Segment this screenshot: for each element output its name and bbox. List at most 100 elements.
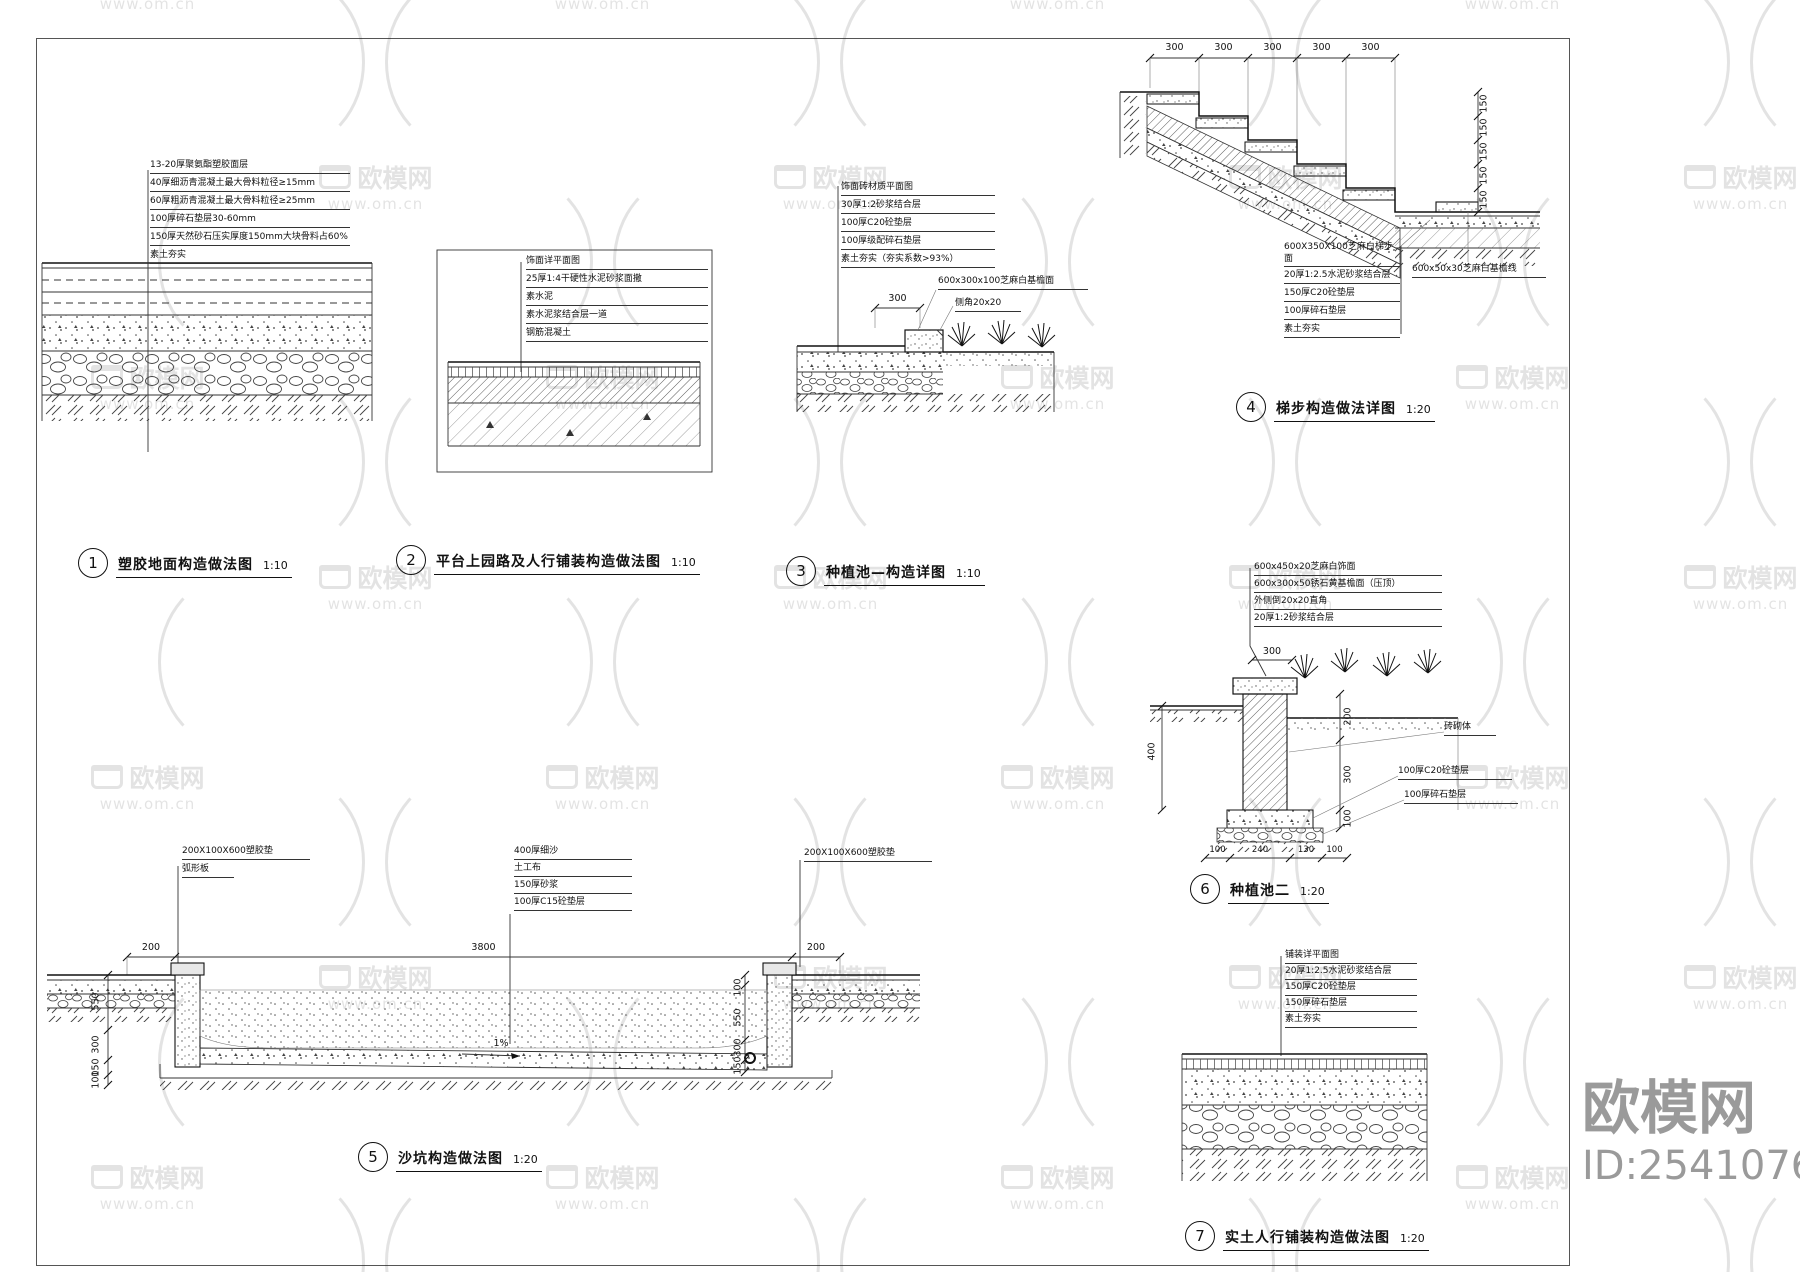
d1-layer-label: 40厚细沥青混凝土最大骨料粒径≥15mm bbox=[150, 178, 350, 192]
d6-dim-bottom: 240 bbox=[1251, 845, 1269, 855]
d2-layer-label: 素水泥浆结合层一道 bbox=[526, 310, 708, 324]
d2-scale: 1:10 bbox=[671, 556, 696, 569]
d2-title-block: 2 平台上园路及人行铺装构造做法图 1:10 bbox=[396, 545, 700, 575]
d2-title: 平台上园路及人行铺装构造做法图 bbox=[436, 554, 661, 570]
d4-dim-top: 300 bbox=[1263, 42, 1282, 53]
d4-layer-label: 600X350X100芝麻白梯步面 bbox=[1284, 242, 1400, 268]
d5-sandpit bbox=[47, 860, 920, 1090]
d2-section bbox=[436, 249, 713, 473]
d6-dim-bottom: 100 bbox=[1326, 845, 1343, 855]
d6-scale: 1:20 bbox=[1300, 885, 1325, 898]
d3-detail-number: 3 bbox=[786, 556, 816, 586]
d5-scale: 1:20 bbox=[513, 1153, 538, 1166]
d1-scale: 1:10 bbox=[263, 559, 288, 572]
d5-dim-left: 100 bbox=[90, 1070, 102, 1089]
d2-detail-number: 2 bbox=[396, 545, 426, 575]
d5-title: 沙坑构造做法图 bbox=[398, 1151, 503, 1167]
d2-layer-label: 素水泥 bbox=[526, 292, 708, 306]
d1-layer-label: 100厚碎石垫层30-60mm bbox=[150, 214, 350, 228]
d5-layer-label: 150厚砂浆 bbox=[514, 880, 632, 894]
d7-section bbox=[1181, 956, 1428, 1181]
d4-layer-label: 20厚1:2.5水泥砂浆结合层 bbox=[1284, 270, 1400, 284]
d4-dim-riser: 150 bbox=[1478, 190, 1490, 209]
d5-arc-label: 弧形板 bbox=[182, 864, 234, 878]
d5-layer-label: 土工布 bbox=[514, 863, 632, 877]
d4-dim-riser: 150 bbox=[1478, 142, 1490, 161]
d6-dim-bottom: 100 bbox=[1209, 845, 1226, 855]
d4-dim-riser: 150 bbox=[1478, 166, 1490, 185]
d5-dim-right: 150 bbox=[732, 1056, 744, 1075]
d4-scale: 1:20 bbox=[1406, 403, 1431, 416]
d1-detail-number: 1 bbox=[78, 548, 108, 578]
d6-planter bbox=[1150, 568, 1459, 863]
d7-scale: 1:20 bbox=[1400, 1232, 1425, 1245]
d7-layer-label: 铺装详平面图 bbox=[1285, 950, 1417, 964]
d5-layer-label: 400厚细沙 bbox=[514, 846, 632, 860]
d5-pad-label: 200X100X600塑胶垫 bbox=[804, 848, 932, 862]
d3-layer-label: 30厚1:2砂浆结合层 bbox=[841, 200, 995, 214]
d4-layer-label: 100厚碎石垫层 bbox=[1284, 306, 1400, 320]
d6-detail-number: 6 bbox=[1190, 874, 1220, 904]
site-brand: 欧模网 bbox=[1582, 1074, 1757, 1142]
d4-dim-top: 300 bbox=[1214, 42, 1233, 53]
d3-section bbox=[796, 186, 1056, 412]
d6-dim-300: 300 bbox=[1262, 646, 1282, 657]
d1-layer-label: 素土夯实 bbox=[150, 250, 270, 264]
d4-layer-label: 素土夯实 bbox=[1284, 324, 1400, 338]
d7-detail-number: 7 bbox=[1185, 1221, 1215, 1251]
d1-title: 塑胶地面构造做法图 bbox=[118, 557, 253, 573]
d6-right-label: 100厚碎石垫层 bbox=[1404, 790, 1518, 804]
d5-dim-left: 550 bbox=[90, 992, 102, 1011]
d6-dim-bottom: 130 bbox=[1297, 845, 1315, 855]
d6-wall-label: 砖砌体 bbox=[1444, 722, 1496, 736]
d6-dim-right: 100 bbox=[1342, 809, 1354, 828]
d5-pad-label: 200X100X600塑胶垫 bbox=[182, 846, 310, 860]
d4-dim-riser: 150 bbox=[1478, 94, 1490, 113]
d6-title-block: 6 种植池二 1:20 bbox=[1190, 874, 1329, 904]
d2-layer-label: 钢筋混凝土 bbox=[526, 328, 708, 342]
d1-layer-label: 150厚天然砂石压实厚度150mm大块骨料占60% bbox=[150, 232, 350, 246]
d4-layer-label: 150厚C20砼垫层 bbox=[1284, 288, 1400, 302]
d1-layer-label: 13-20厚聚氨酯塑胶面层 bbox=[150, 160, 350, 174]
d6-layer-label: 600x450x20芝麻白饰面 bbox=[1254, 562, 1442, 576]
d5-detail-number: 5 bbox=[358, 1142, 388, 1172]
d5-dim-h: 200 bbox=[806, 942, 826, 953]
d7-layer-label: 150厚碎石垫层 bbox=[1285, 998, 1417, 1012]
drawing-frame bbox=[36, 38, 1570, 1266]
d1-layer-label: 60厚粗沥青混凝土最大骨料粒径≥25mm bbox=[150, 196, 350, 210]
d3-stone-label: 600x300x100芝麻白基檐面 bbox=[938, 276, 1088, 290]
d3-layer-label: 饰面砖材质平面图 bbox=[841, 182, 995, 196]
d5-dim-h: 3800 bbox=[471, 942, 496, 953]
d6-layer-label: 20厚1:2砂浆结合层 bbox=[1254, 613, 1442, 627]
d4-detail-number: 4 bbox=[1236, 392, 1266, 422]
site-id: ID:2541076 bbox=[1582, 1142, 1800, 1189]
d4-dim-top: 300 bbox=[1312, 42, 1331, 53]
d4-stairs bbox=[1119, 53, 1540, 334]
d5-slope-label: 1% bbox=[493, 1038, 509, 1049]
d7-layer-label: 20厚1:2.5水泥砂浆结合层 bbox=[1285, 966, 1417, 980]
d3-edge-label: 侧角20x20 bbox=[955, 298, 1021, 312]
d6-title: 种植池二 bbox=[1230, 883, 1290, 899]
d3-title: 种植池—构造详图 bbox=[826, 565, 946, 581]
d7-title: 实土人行铺装构造做法图 bbox=[1225, 1230, 1390, 1246]
d2-layer-label: 25厚1:4干硬性水泥砂浆面撒 bbox=[526, 274, 708, 288]
d6-layer-label: 外侧倒20x20直角 bbox=[1254, 596, 1442, 610]
d5-dim-h: 200 bbox=[141, 942, 161, 953]
d4-dim-riser: 150 bbox=[1478, 118, 1490, 137]
d6-dim-400: 400 bbox=[1146, 742, 1158, 761]
d1-title-block: 1 塑胶地面构造做法图 1:10 bbox=[78, 548, 292, 578]
d5-dim-right: 100 bbox=[732, 978, 744, 997]
d5-title-block: 5 沙坑构造做法图 1:20 bbox=[358, 1142, 542, 1172]
d1-section bbox=[41, 170, 373, 452]
d6-dim-right: 200 bbox=[1342, 707, 1354, 726]
d4-dim-top: 300 bbox=[1165, 42, 1184, 53]
d2-layer-label: 饰面详平面图 bbox=[526, 256, 708, 270]
d5-dim-right: 550 bbox=[732, 1008, 744, 1027]
d3-layer-label: 100厚C20砼垫层 bbox=[841, 218, 995, 232]
d7-layer-label: 素土夯实 bbox=[1285, 1014, 1417, 1028]
d7-layer-label: 150厚C20砼垫层 bbox=[1285, 982, 1417, 996]
